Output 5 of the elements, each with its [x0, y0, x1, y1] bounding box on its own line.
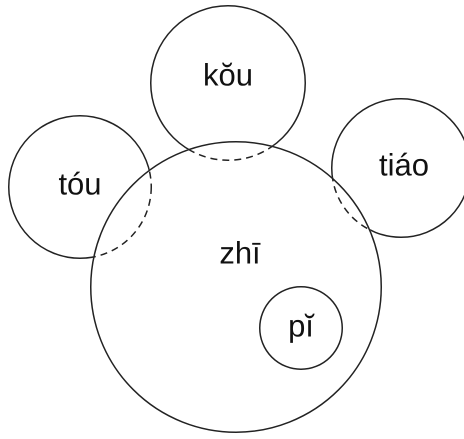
- circle-label: tiáo: [379, 150, 429, 180]
- circle-label: tóu: [58, 168, 102, 200]
- circle-label: pĭ: [288, 310, 314, 342]
- circle-label: kŏu: [203, 60, 253, 90]
- circle-label: zhī: [219, 238, 261, 268]
